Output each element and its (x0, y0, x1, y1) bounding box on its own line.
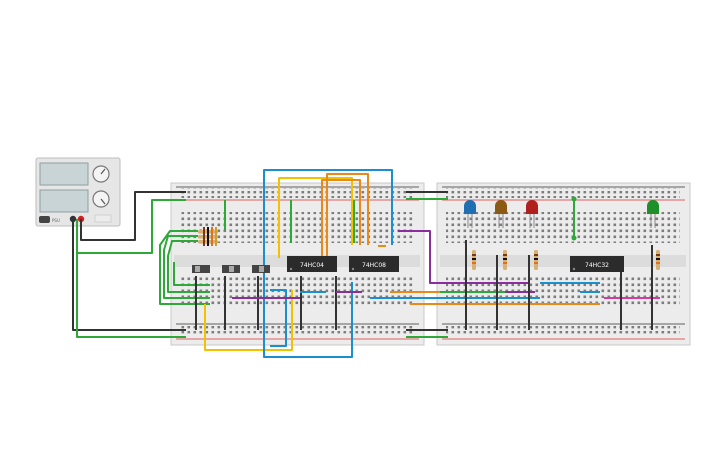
chip-label: 74HC04 (300, 262, 324, 269)
slide-switches[interactable] (192, 265, 270, 273)
led-blue[interactable] (464, 200, 476, 228)
wires-power[interactable] (72, 191, 448, 338)
slide-switch-a[interactable] (192, 265, 210, 273)
chip-74hc04[interactable]: 74HC04 (287, 256, 337, 272)
power-supply[interactable]: PSU (35, 157, 121, 227)
chip-label: 74HC08 (362, 262, 386, 269)
chip-74hc08[interactable]: 74HC08 (349, 256, 399, 272)
led-resistors[interactable] (472, 250, 660, 270)
wire-junction (571, 235, 577, 241)
led-brown[interactable] (495, 200, 507, 228)
wire-junction (571, 196, 577, 202)
chip-label: 74HC32 (585, 262, 609, 269)
leds[interactable] (464, 200, 659, 228)
wires-left-board[interactable] (159, 169, 500, 358)
wires-cross-board[interactable] (370, 282, 660, 305)
led-red[interactable] (526, 200, 538, 228)
current-display (39, 189, 89, 213)
chip-74hc32[interactable]: 74HC32 (570, 256, 624, 272)
voltage-display (39, 162, 89, 186)
breadboard-left[interactable] (170, 182, 425, 346)
power-button[interactable] (39, 216, 50, 223)
psu-label: PSU (52, 218, 60, 223)
wires-right-board[interactable] (465, 199, 653, 330)
led-green[interactable] (647, 200, 659, 228)
resistor-bank[interactable] (198, 227, 218, 246)
